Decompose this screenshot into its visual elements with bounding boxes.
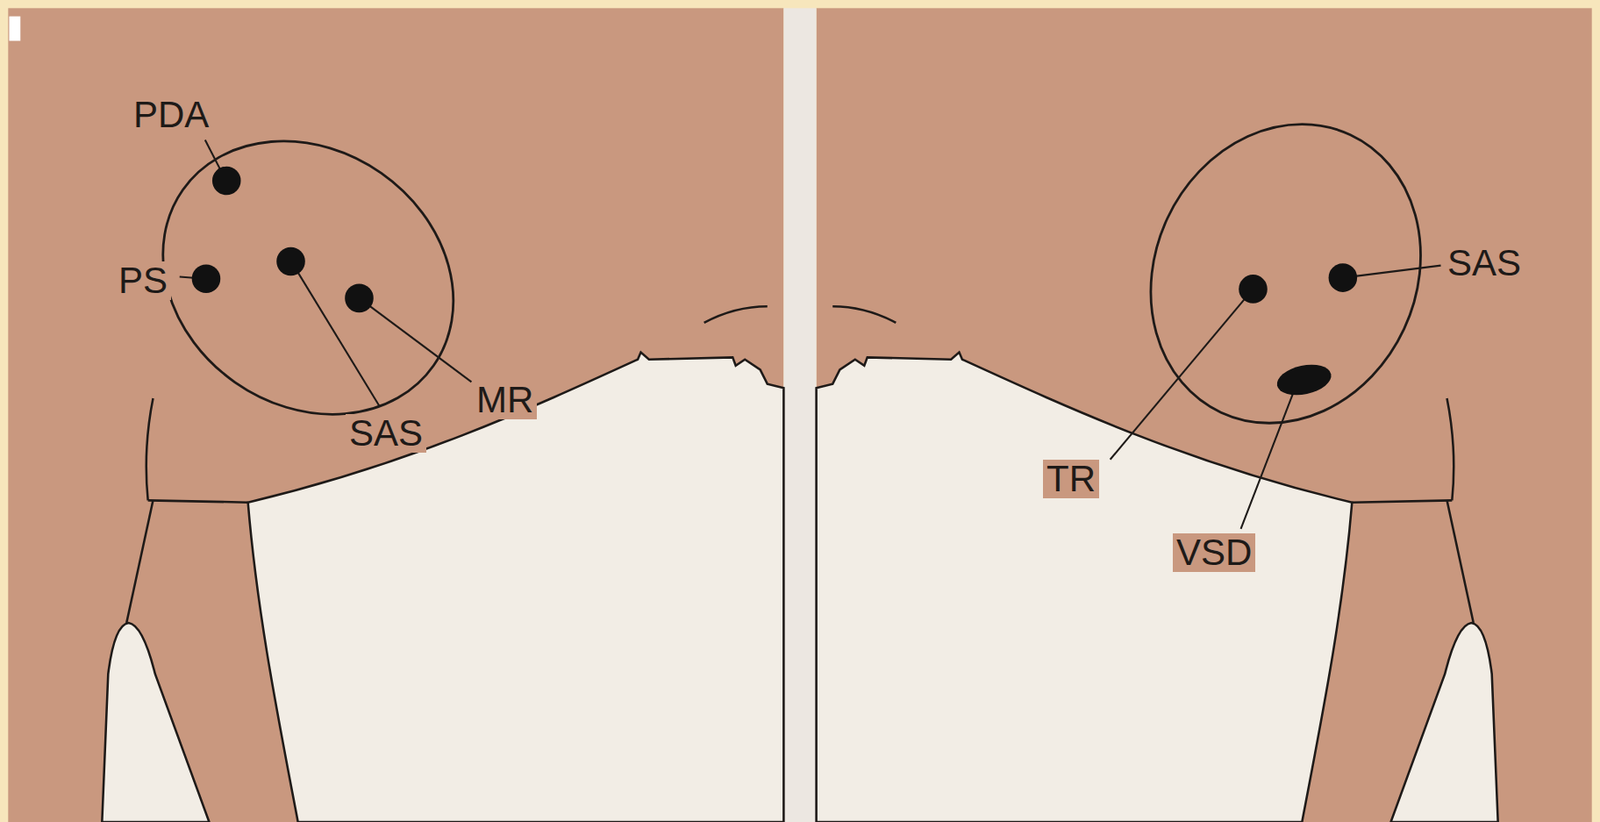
leader-lines bbox=[179, 139, 1442, 529]
condition-label: PS bbox=[114, 261, 172, 300]
left-panel bbox=[7, 7, 784, 822]
auscultation-points bbox=[192, 166, 1358, 400]
right-panel bbox=[816, 7, 1593, 822]
corner-mark bbox=[8, 16, 21, 42]
condition-label: SAS bbox=[1443, 243, 1525, 283]
condition-label: VSD bbox=[1172, 533, 1256, 572]
condition-label: SAS bbox=[345, 414, 427, 453]
condition-label: MR bbox=[472, 380, 537, 420]
condition-label: TR bbox=[1042, 459, 1100, 499]
heart-outline bbox=[1102, 79, 1469, 468]
right-body bbox=[816, 306, 1499, 822]
left-body bbox=[101, 306, 784, 822]
heart-outline bbox=[109, 85, 508, 471]
divider bbox=[783, 7, 816, 822]
condition-label: PDA bbox=[129, 95, 213, 135]
